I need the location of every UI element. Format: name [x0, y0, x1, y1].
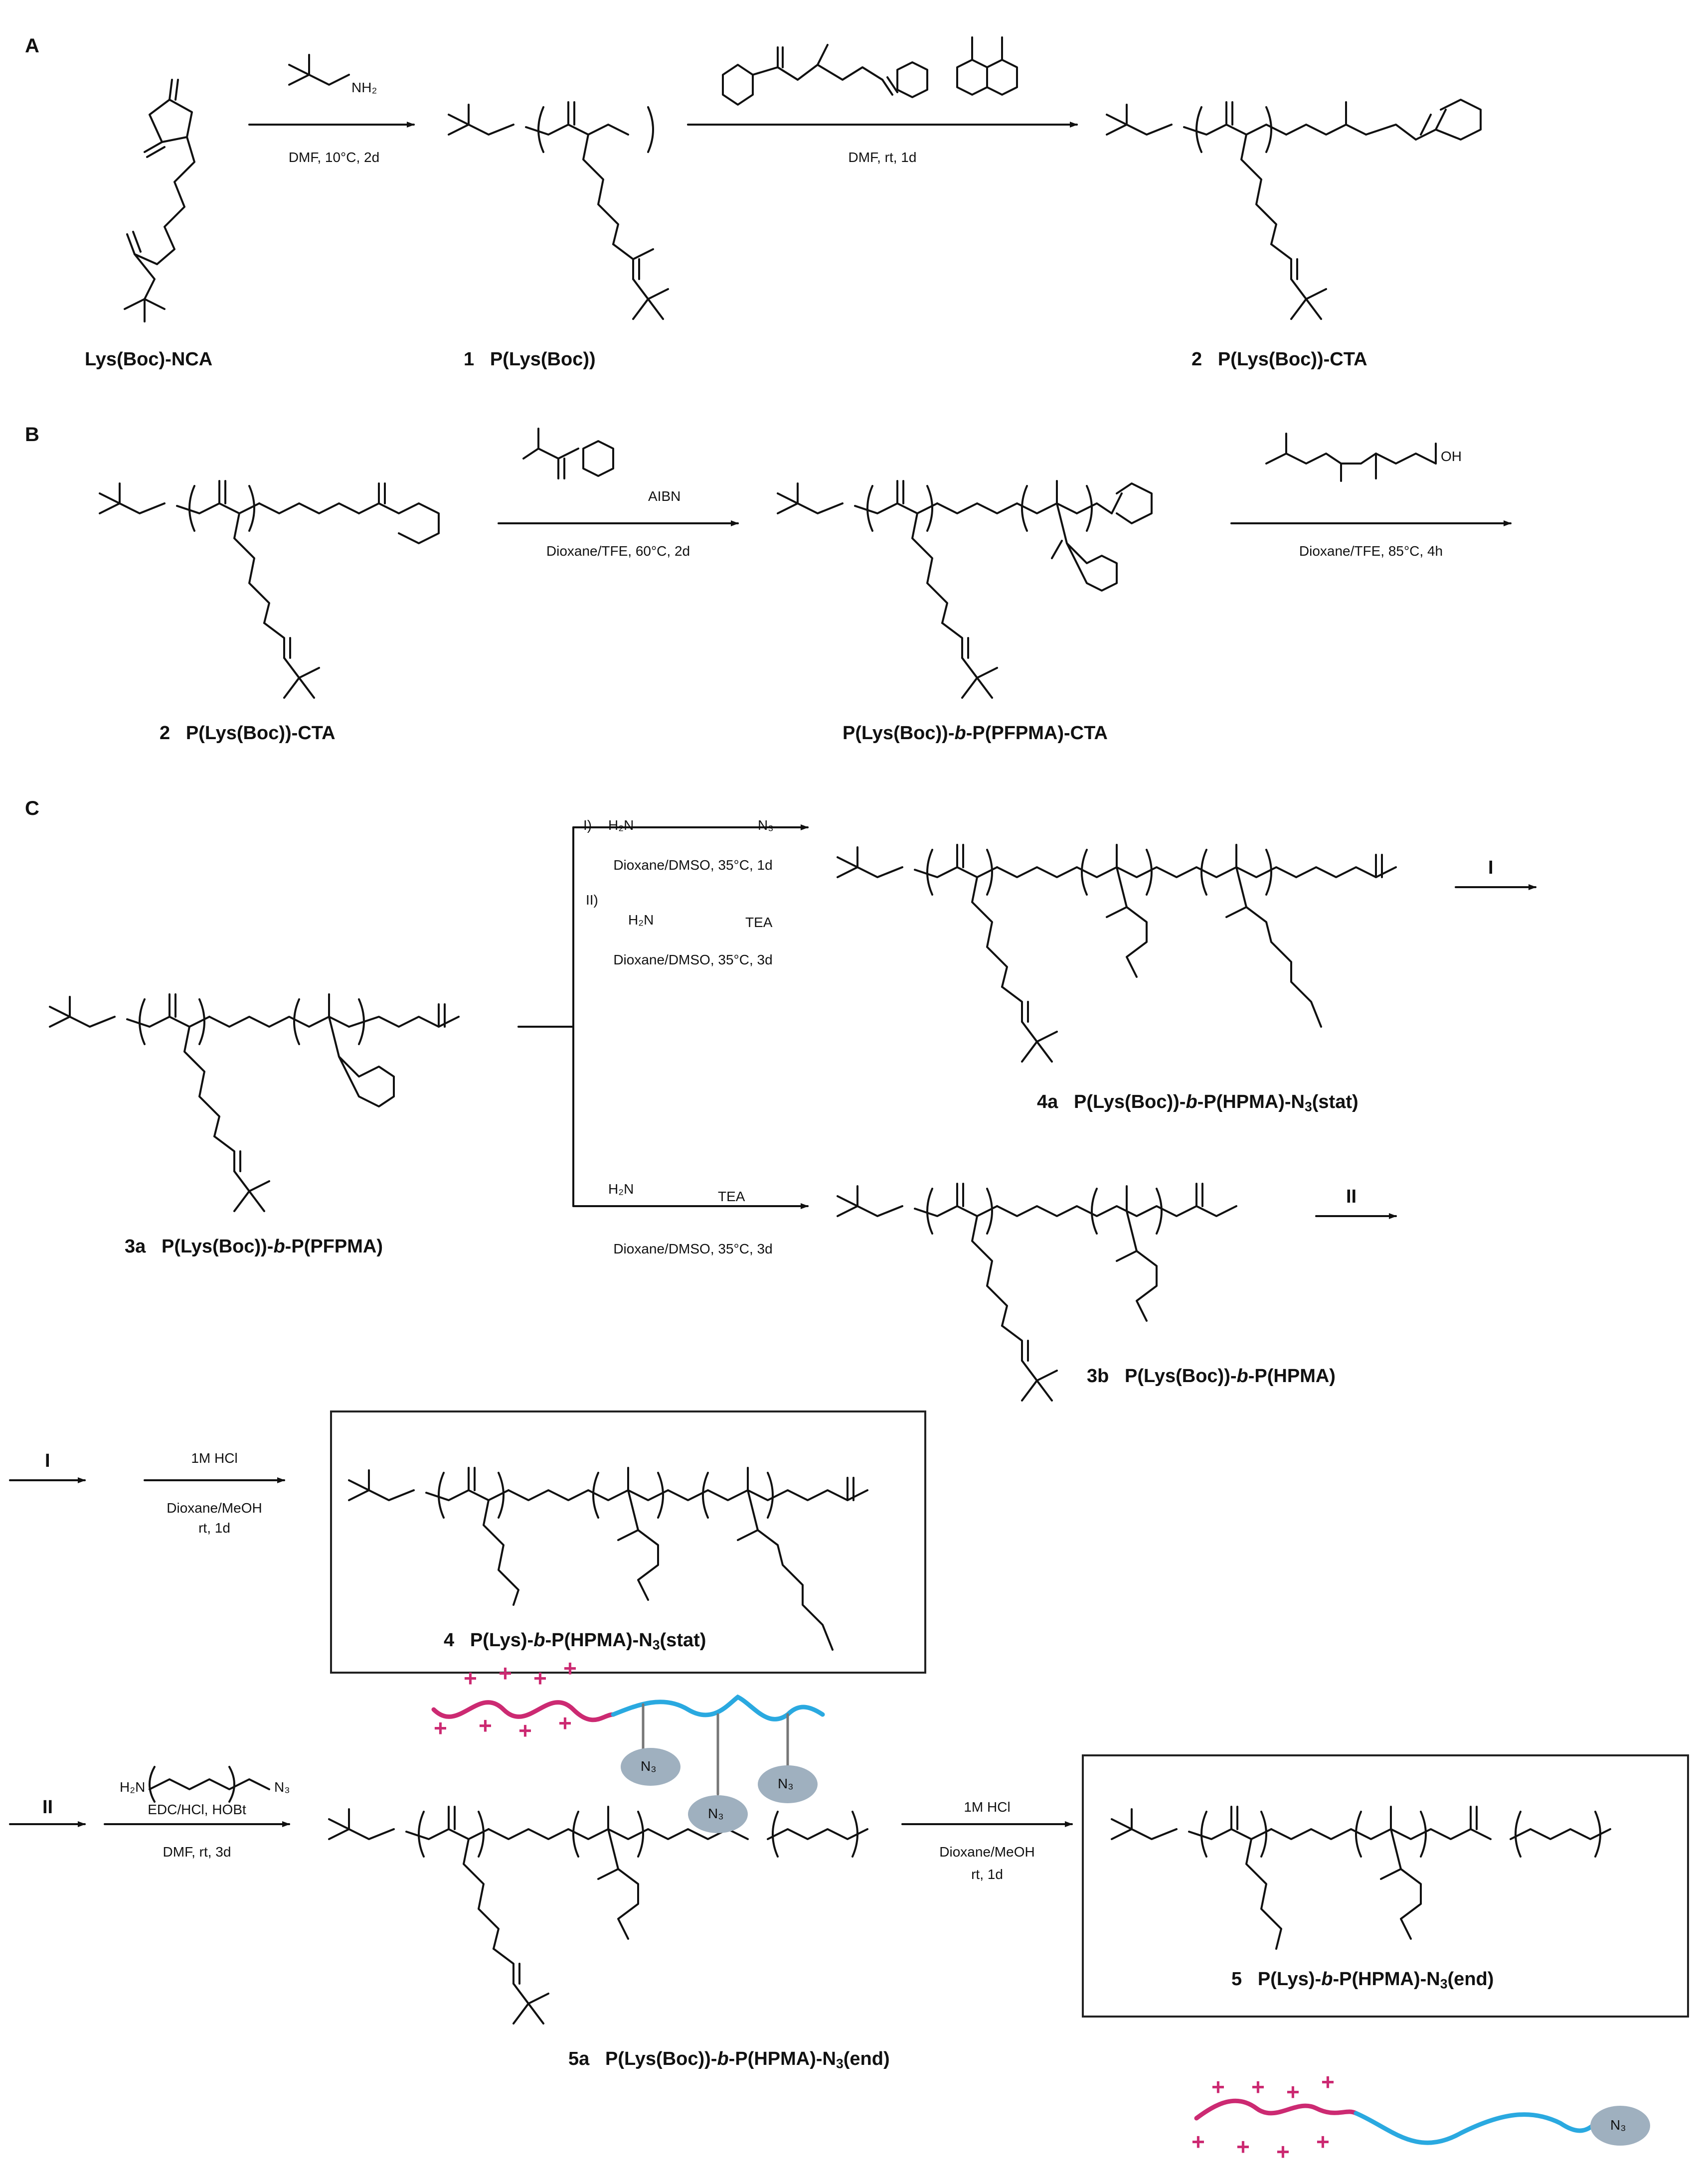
compound-nca-label: Lys(Boc)-NCA: [85, 349, 213, 370]
condition-e1-solvent: DMF, rt, 3d: [163, 1844, 231, 1860]
hpa-label-1: H₂N: [628, 912, 654, 928]
polymer-2-structure: [1106, 99, 1482, 320]
route-I-amine: H₂N: [608, 817, 634, 833]
compound-3a-label: 3a P(Lys(Boc))-b-P(PFPMA): [125, 1236, 383, 1257]
amine-label: NH₂: [351, 80, 377, 95]
route-I-label-d: I: [45, 1450, 50, 1471]
condition-d1-reagent: 1M HCl: [191, 1450, 238, 1466]
condition-c1: Dioxane/DMSO, 35°C, 1d: [613, 857, 773, 873]
compound-4a-label: 4a P(Lys(Boc))-b-P(HPMA)-N3(stat): [1037, 1092, 1359, 1114]
b-start-structure: [99, 480, 440, 699]
cartoon-end: [1194, 2098, 1650, 2146]
section-label-c: C: [25, 797, 39, 819]
condition-d1-time: rt, 1d: [198, 1520, 230, 1536]
product-box-5: [1082, 1754, 1689, 2018]
route-II-marker: II): [586, 892, 598, 908]
condition-e1-reagent: EDC/HCl, HOBt: [148, 1802, 246, 1817]
tea-label-1: TEA: [745, 915, 773, 930]
condition-b1: Dioxane/TFE, 60°C, 2d: [546, 543, 690, 559]
azide-bead-label-1: N₃: [641, 1758, 657, 1774]
condition-c2: Dioxane/DMSO, 35°C, 3d: [613, 952, 773, 967]
condition-c3: Dioxane/DMSO, 35°C, 3d: [613, 1241, 773, 1256]
4-structure: [348, 1467, 868, 1651]
azide-amine-e-label: H₂N: [120, 1779, 146, 1795]
5a-structure: [328, 1806, 868, 2025]
polymer-1-structure: [448, 101, 669, 320]
condition-e2-time: rt, 1d: [971, 1867, 1003, 1882]
route-II-label-e: II: [42, 1797, 53, 1818]
azide-bead-label-4: N₃: [1610, 2117, 1626, 2133]
aibn-label: AIBN: [648, 488, 681, 504]
product-box-4: [330, 1410, 926, 1674]
condition-b2: Dioxane/TFE, 85°C, 4h: [1299, 543, 1443, 559]
azide-bead-label-2: N₃: [708, 1806, 724, 1821]
compound-5-label: 5 P(Lys)-b-P(HPMA)-N3(end): [1231, 1969, 1494, 1992]
hpa-label-2: H₂N: [608, 1181, 634, 1197]
section-label-a: A: [25, 35, 39, 57]
v501-acid-label: OH: [1441, 449, 1462, 464]
route-II-label: II: [1346, 1186, 1357, 1207]
3a-structure: [49, 993, 460, 1212]
5-structure: [1111, 1806, 1611, 1950]
compound-1-label: 1 P(Lys(Boc)): [464, 349, 596, 370]
route-I-label-top: I: [1488, 857, 1494, 878]
route-I-azide: N₃: [758, 817, 774, 833]
3b-structure: [837, 1183, 1237, 1402]
4a-structure: [837, 844, 1397, 1063]
azide-e-label: N₃: [274, 1779, 290, 1795]
tea-label-2: TEA: [718, 1189, 745, 1204]
condition-e2-reagent: 1M HCl: [964, 1799, 1011, 1815]
condition-d1-solvent: Dioxane/MeOH: [167, 1500, 262, 1516]
cartoon-stat: [431, 1694, 825, 1833]
b-product-structure: [777, 480, 1153, 699]
compound-3b-label: 3b P(Lys(Boc))-b-P(HPMA): [1087, 1366, 1336, 1387]
condition-a1: DMF, 10°C, 2d: [288, 150, 380, 165]
section-label-b: B: [25, 424, 39, 446]
compound-2-label: 2 P(Lys(Boc))-CTA: [1191, 349, 1367, 370]
route-I-marker: I): [583, 817, 592, 833]
condition-e2-solvent: Dioxane/MeOH: [939, 1844, 1035, 1860]
cta-reagent-structure: [722, 36, 1018, 106]
compound-b-product-label: P(Lys(Boc))-b-P(PFPMA)-CTA: [843, 723, 1108, 744]
compound-b-start-label: 2 P(Lys(Boc))-CTA: [160, 723, 336, 744]
condition-a2: DMF, rt, 1d: [848, 150, 917, 165]
nca-structure: [124, 79, 195, 322]
azide-bead-label-3: N₃: [778, 1776, 794, 1791]
compound-4-label: 4 P(Lys)-b-P(HPMA)-N3(stat): [444, 1630, 706, 1653]
compound-5a-label: 5a P(Lys(Boc))-b-P(HPMA)-N3(end): [568, 2048, 890, 2071]
